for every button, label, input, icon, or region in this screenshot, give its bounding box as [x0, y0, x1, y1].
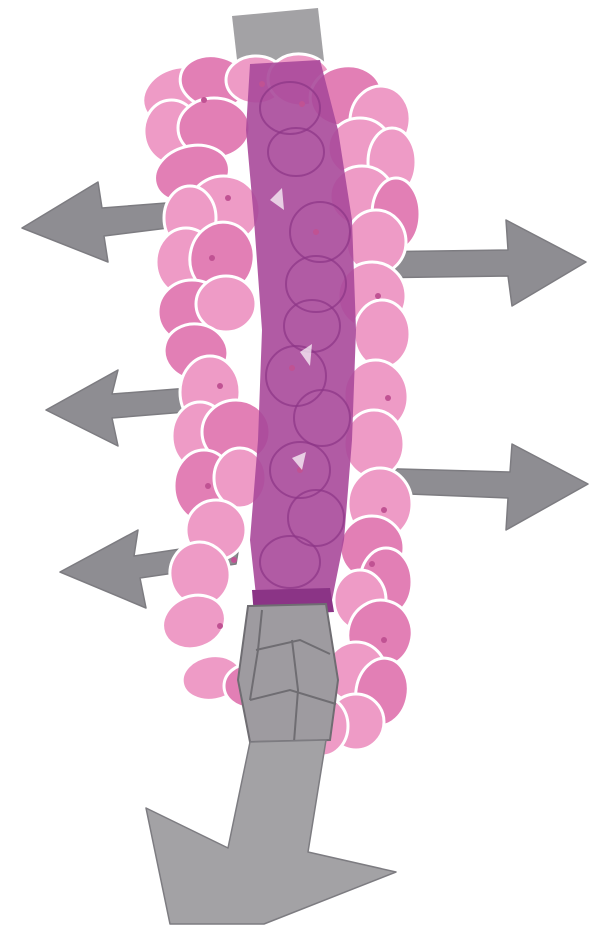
cell-nucleus	[381, 637, 387, 643]
cell-nucleus	[313, 229, 319, 235]
cell-nucleus	[231, 557, 237, 563]
outer-cell	[354, 300, 410, 368]
basal-cell-mass	[238, 604, 338, 742]
cell-nucleus	[217, 623, 223, 629]
cell-nucleus	[259, 81, 265, 87]
cell-nucleus	[385, 395, 391, 401]
cell-nucleus	[209, 255, 215, 261]
cell-nucleus	[205, 483, 211, 489]
basal-cell-group	[238, 604, 338, 742]
cell-nucleus	[201, 97, 207, 103]
cell-nucleus	[381, 507, 387, 513]
cell-nucleus	[225, 195, 231, 201]
cell-nucleus	[369, 561, 375, 567]
cell-nucleus	[299, 101, 305, 107]
outer-cell	[196, 276, 256, 332]
cell-nucleus	[375, 293, 381, 299]
core-column	[246, 60, 356, 614]
cell-nucleus	[217, 383, 223, 389]
cell-nucleus	[289, 365, 295, 371]
arrow-bottom-down	[146, 740, 396, 924]
downward-arrow-group	[146, 740, 396, 924]
